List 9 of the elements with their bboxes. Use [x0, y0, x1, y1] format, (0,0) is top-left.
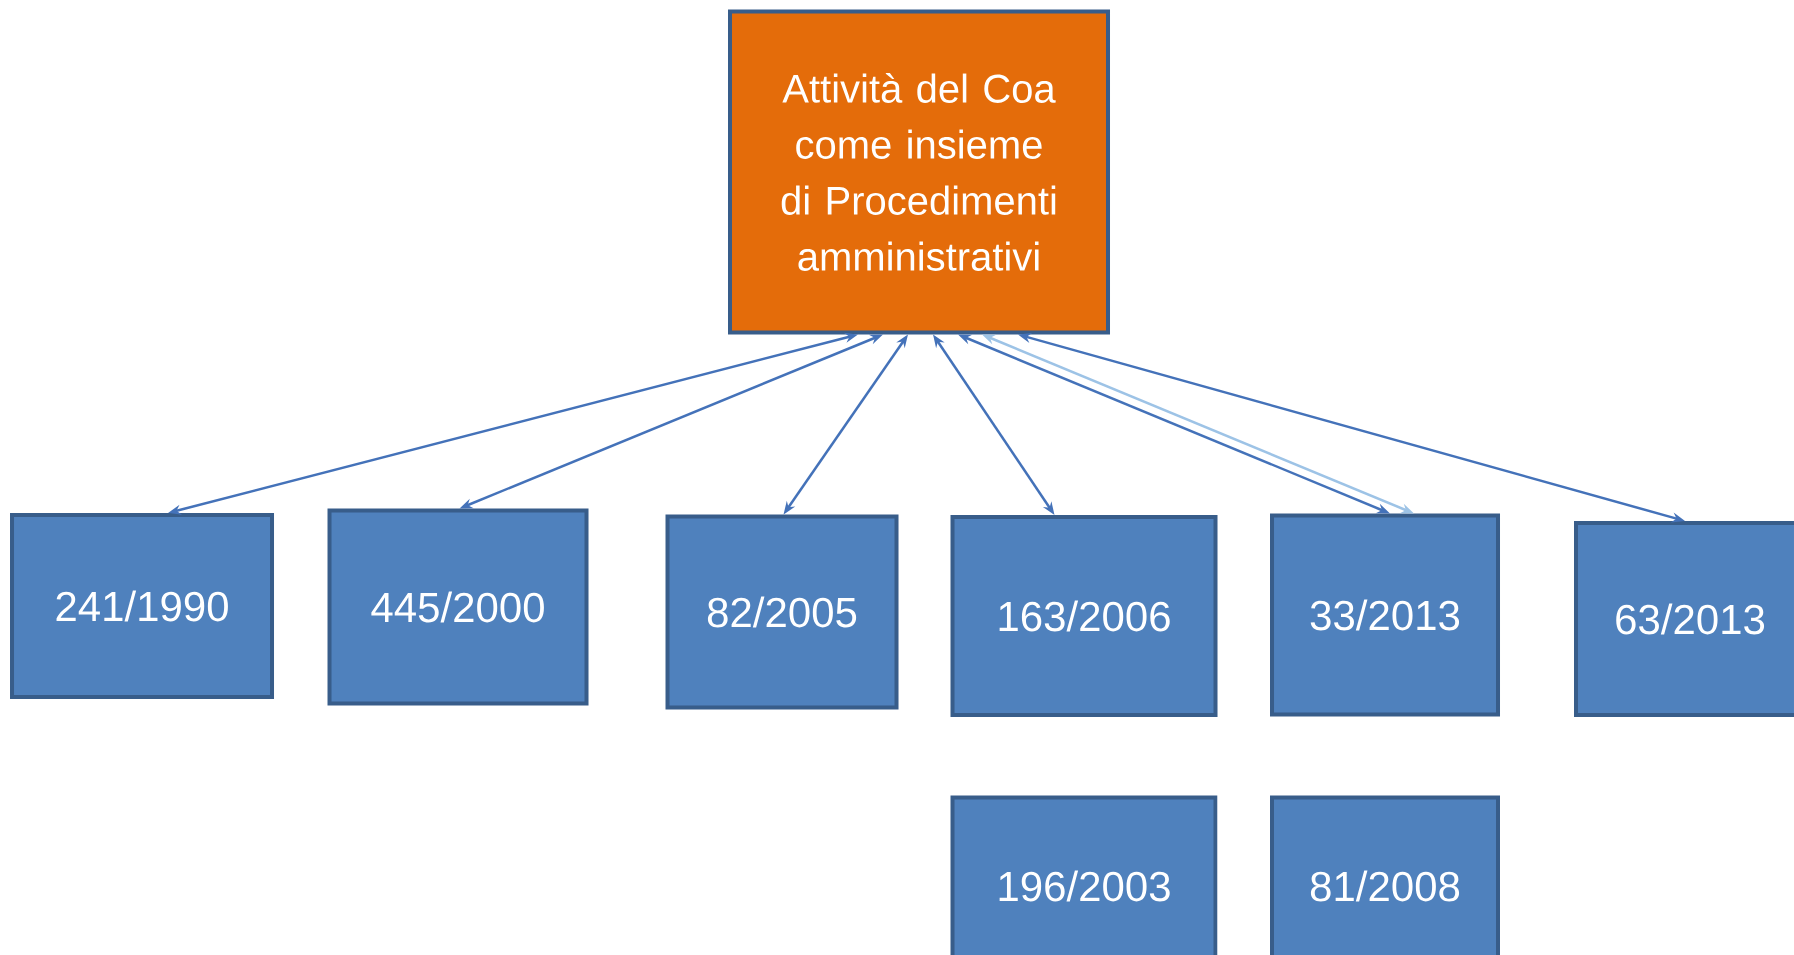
law-box: 163/2006 — [950, 515, 1218, 717]
law-box: 81/2008 — [1270, 795, 1500, 955]
law-box: 445/2000 — [327, 508, 589, 706]
title-box: Attività del Coa come insieme di Procedimenti amministrativi — [728, 9, 1110, 335]
law-box: 33/2013 — [1270, 513, 1500, 717]
law-box: 196/2003 — [950, 795, 1218, 955]
law-box: 241/1990 — [10, 513, 274, 699]
law-box: 82/2005 — [665, 514, 899, 710]
law-box: 63/2013 — [1574, 521, 1794, 717]
